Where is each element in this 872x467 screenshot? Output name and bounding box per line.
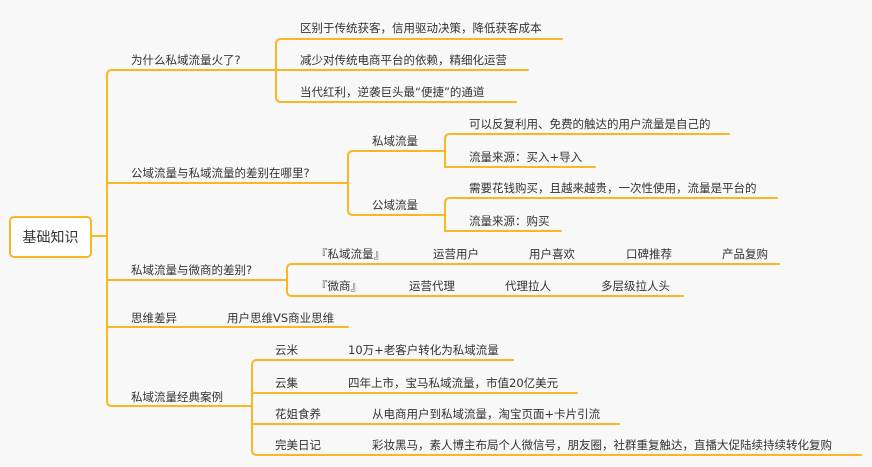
why-item[interactable]: 减少对传统电商平台的依赖，精细化运营 bbox=[300, 53, 507, 67]
diff-private[interactable]: 私域流量 bbox=[372, 134, 418, 148]
case-name[interactable]: 完美日记 bbox=[275, 438, 321, 452]
wechat-row2-item[interactable]: 运营代理 bbox=[409, 279, 455, 293]
case-desc[interactable]: 从电商用户到私域流量，淘宝页面+卡片引流 bbox=[372, 407, 601, 421]
case-desc[interactable]: 10万+老客户转化为私域流量 bbox=[348, 343, 499, 357]
case-desc[interactable]: 彩妆黑马，素人博主布局个人微信号，朋友圈，社群重复触达，直播大促陆续持续转化复购 bbox=[372, 438, 832, 452]
main-spine bbox=[106, 69, 276, 407]
case-name[interactable]: 云集 bbox=[275, 376, 298, 390]
wechat-row2-item[interactable]: 代理拉人 bbox=[505, 279, 551, 293]
wechat-row1-item[interactable]: 口碑推荐 bbox=[626, 247, 672, 261]
wechat-row2-item[interactable]: 多层级拉人头 bbox=[601, 279, 670, 293]
thinking-value[interactable]: 用户思维VS商业思维 bbox=[227, 311, 335, 325]
why-item[interactable]: 当代红利，逆袭巨头最“便捷”的通道 bbox=[300, 85, 485, 99]
private-item[interactable]: 流量来源：买入+导入 bbox=[469, 150, 583, 164]
case-name[interactable]: 花姐食养 bbox=[275, 407, 321, 421]
branch-diff[interactable]: 公域流量与私域流量的差别在哪里? bbox=[131, 166, 310, 180]
case-desc[interactable]: 四年上市，宝马私域流量，市值20亿美元 bbox=[348, 376, 559, 390]
wechat-row1-item[interactable]: 产品复购 bbox=[722, 247, 768, 261]
root-node[interactable]: 基础知识 bbox=[9, 216, 92, 258]
branch-cases[interactable]: 私域流量经典案例 bbox=[131, 390, 223, 404]
branch-why[interactable]: 为什么私域流量火了? bbox=[131, 53, 241, 67]
case-name[interactable]: 云米 bbox=[275, 343, 298, 357]
why-item[interactable]: 区别于传统获客，信用驱动决策，降低获客成本 bbox=[300, 21, 542, 35]
branch-thinking[interactable]: 思维差异 bbox=[131, 311, 177, 325]
private-item[interactable]: 可以反复利用、免费的触达的用户流量是自己的 bbox=[469, 117, 711, 131]
public-item[interactable]: 需要花钱购买，且越来越贵，一次性使用，流量是平台的 bbox=[469, 181, 757, 195]
branch-wechat[interactable]: 私域流量与微商的差别? bbox=[131, 263, 253, 277]
wechat-row1-item[interactable]: 运营用户 bbox=[433, 247, 479, 261]
wechat-row1-item[interactable]: 用户喜欢 bbox=[529, 247, 575, 261]
wechat-row2-item[interactable]: 『微商』 bbox=[316, 279, 362, 293]
wechat-row1-item[interactable]: 『私域流量』 bbox=[316, 247, 385, 261]
diff-public[interactable]: 公域流量 bbox=[372, 198, 418, 212]
public-item[interactable]: 流量来源：购买 bbox=[469, 214, 550, 228]
